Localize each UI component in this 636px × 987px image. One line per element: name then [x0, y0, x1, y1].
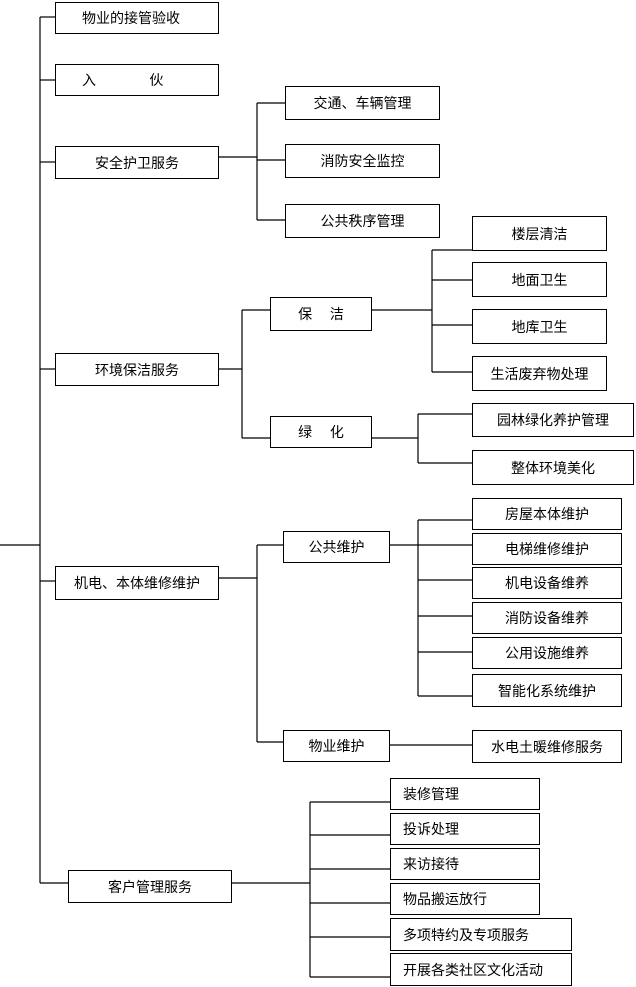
node-property-item: 水电土暖维修服务 [472, 730, 622, 763]
node-customer-item: 装修管理 [390, 778, 540, 810]
node-cleaning-item: 地面卫生 [472, 262, 607, 297]
node-reception: 物业的接管验收 [55, 2, 219, 34]
node-greening-item: 园林绿化养护管理 [472, 403, 634, 437]
node-security-item: 交通、车辆管理 [285, 86, 440, 120]
node-environment: 环境保洁服务 [55, 353, 219, 386]
node-maintenance: 机电、本体维修维护 [55, 566, 219, 600]
node-security: 安全护卫服务 [55, 146, 219, 179]
node-property-maintenance: 物业维护 [283, 730, 390, 762]
node-cleaning-item: 楼层清洁 [472, 216, 607, 251]
node-public-item: 电梯维修维护 [472, 533, 622, 565]
node-cleaning-item: 生活废弃物处理 [472, 356, 607, 391]
node-greening: 绿 化 [270, 416, 372, 448]
node-customer-item: 多项特约及专项服务 [390, 918, 572, 951]
node-public-item: 消防设备维养 [472, 602, 622, 634]
node-cleaning: 保 洁 [270, 297, 372, 331]
node-customer-item: 投诉处理 [390, 813, 540, 845]
node-security-item: 消防安全监控 [285, 144, 440, 178]
node-customer-item: 开展各类社区文化活动 [390, 953, 572, 986]
node-public-item: 房屋本体维护 [472, 498, 622, 530]
node-public-item: 智能化系统维护 [472, 674, 622, 707]
node-greening-item: 整体环境美化 [472, 450, 634, 485]
node-public-item: 公用设施维养 [472, 637, 622, 669]
node-security-item: 公共秩序管理 [285, 204, 440, 238]
node-move-in: 入 伙 [55, 64, 219, 96]
node-customer-item: 物品搬运放行 [390, 883, 540, 915]
node-customer-item: 来访接待 [390, 848, 540, 880]
node-customer: 客户管理服务 [68, 870, 232, 903]
node-cleaning-item: 地库卫生 [472, 309, 607, 344]
node-public-maintenance: 公共维护 [283, 531, 390, 563]
node-public-item: 机电设备维养 [472, 567, 622, 599]
